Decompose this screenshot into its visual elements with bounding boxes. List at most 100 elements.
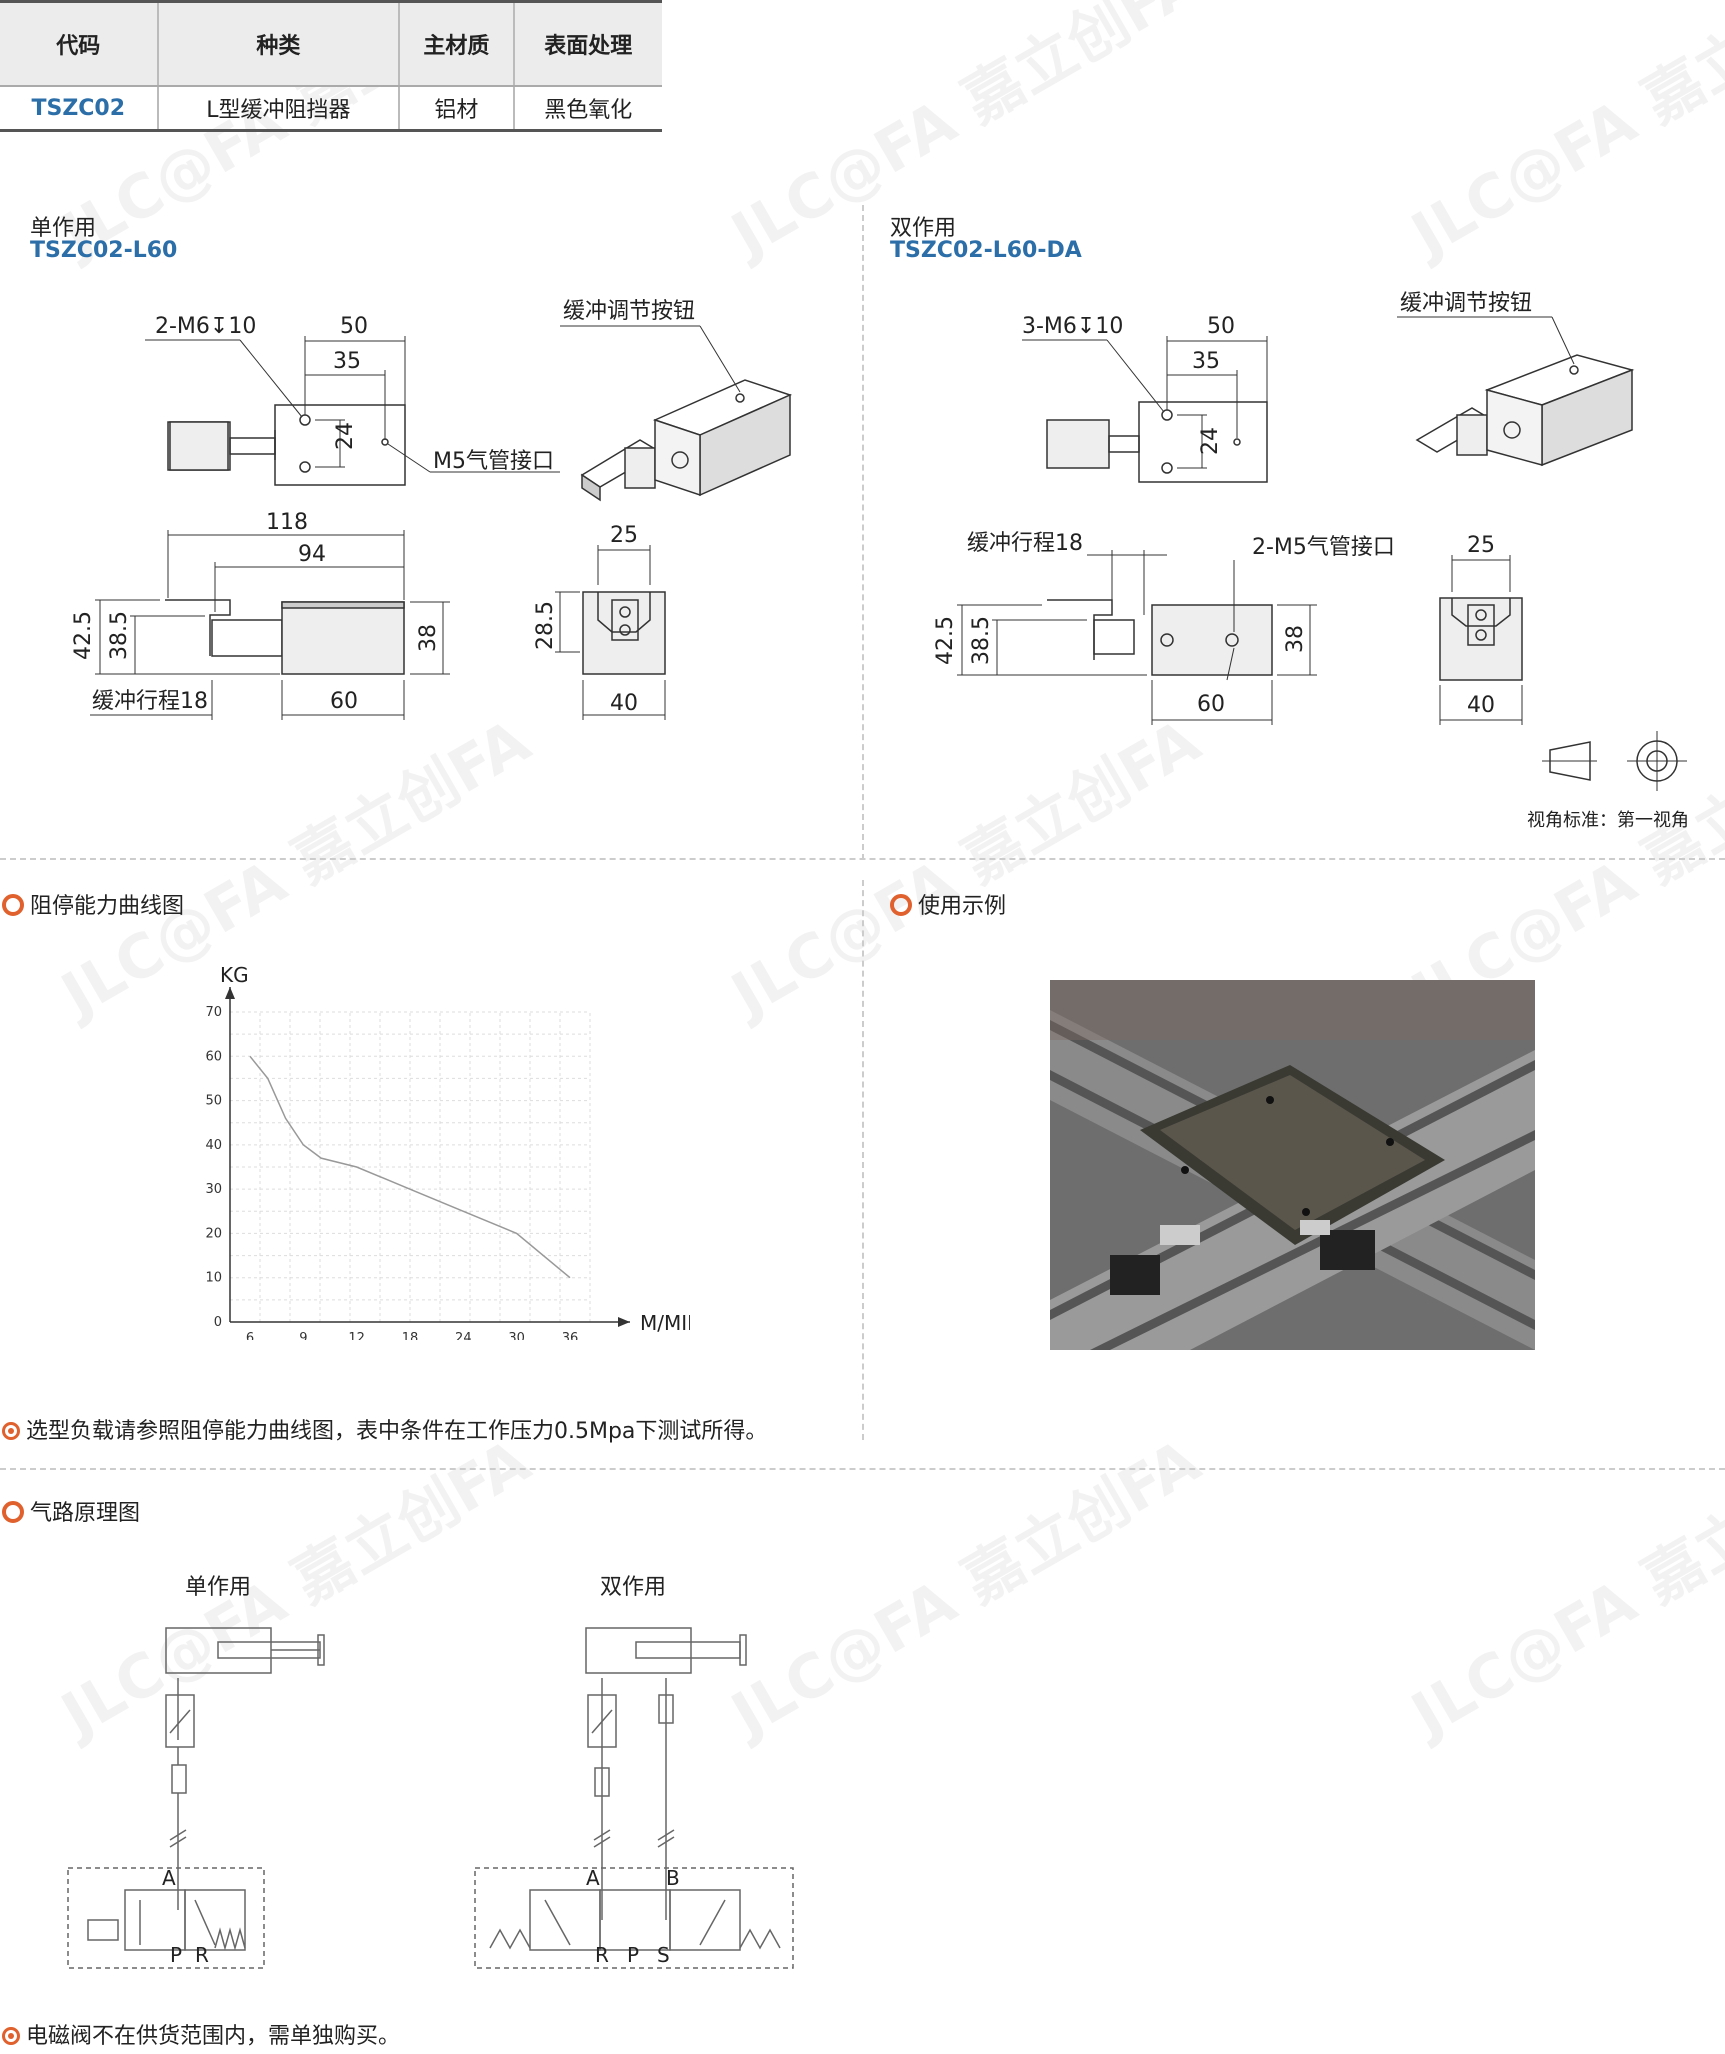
- y-tick-label: 0: [214, 1315, 222, 1330]
- header-type: 种类: [157, 0, 401, 87]
- double-title: 双作用: [890, 216, 957, 241]
- bullet-icon: [890, 894, 912, 916]
- curve-title-text: 阻停能力曲线图: [30, 894, 185, 919]
- double-acting-label: 双作用: [600, 1575, 666, 1600]
- port-R-label: R: [595, 1943, 609, 1967]
- y-axis-arrow: [225, 987, 235, 999]
- single-knob-label: 缓冲调节按钮: [563, 299, 695, 324]
- dim-40: 40: [610, 691, 638, 716]
- y-tick-label: 50: [205, 1094, 222, 1109]
- port-S-label: S: [657, 1943, 670, 1967]
- bullet-icon: [2, 2027, 20, 2045]
- dim-38: 38: [416, 624, 441, 652]
- ddim-38: 38: [1283, 625, 1308, 653]
- double-drawing: 3-M6↧10 50 35 24 缓冲调节按钮 缓冲行程18 2-M5气管接口 …: [933, 291, 1689, 830]
- bullet-icon: [2, 1422, 20, 1440]
- y-axis-label: KG: [220, 963, 249, 987]
- double-stroke-label: 缓冲行程18: [967, 531, 1083, 556]
- ddim-50: 50: [1207, 314, 1235, 339]
- watermark: JLC@FA 嘉立创FA: [1400, 0, 1725, 271]
- x-tick-label: 36: [562, 1331, 579, 1340]
- pneumatic-diagram: 单作用 双作用 A P R A B R P S: [67, 1575, 794, 1969]
- dim-35: 35: [333, 349, 361, 374]
- y-tick-label: 10: [205, 1271, 222, 1286]
- port-A-label: A: [586, 1866, 600, 1890]
- pneumatic-section-title: 气路原理图: [2, 1495, 140, 1527]
- watermark: JLC@FA 嘉立创FA: [1400, 1426, 1725, 1751]
- pneumatic-title-text: 气路原理图: [30, 1501, 141, 1526]
- watermark: JLC@FA 嘉立创FA: [720, 0, 1212, 271]
- usage-title-text: 使用示例: [918, 894, 1007, 919]
- series-line: [249, 1055, 571, 1279]
- ddim-24: 24: [1198, 427, 1223, 455]
- y-tick-label: 70: [205, 1005, 222, 1020]
- spec-table: 代码 种类 主材质 表面处理 TSZC02 L型缓冲阻挡器 铝材 黑色氧化: [0, 0, 662, 132]
- port-P-label: P: [170, 1943, 182, 1967]
- single-hole-label: 2-M6↧10: [155, 314, 256, 339]
- bullet-icon: [2, 894, 24, 916]
- dim-24: 24: [333, 422, 358, 450]
- x-tick-label: 9: [299, 1331, 307, 1340]
- y-tick-label: 40: [205, 1138, 222, 1153]
- x-tick-label: 24: [455, 1331, 472, 1340]
- dim-94: 94: [298, 542, 326, 567]
- y-tick-label: 60: [205, 1049, 222, 1064]
- port-R-label: R: [195, 1943, 209, 1967]
- column-divider: [862, 205, 864, 860]
- curve-section-title: 阻停能力曲线图: [2, 888, 184, 920]
- dim-25: 25: [610, 523, 638, 548]
- single-title: 单作用: [30, 216, 97, 241]
- dim-60: 60: [330, 689, 358, 714]
- single-acting-label: 单作用: [185, 1575, 251, 1600]
- curve-note: 选型负载请参照阻停能力曲线图，表中条件在工作压力0.5Mpa下测试所得。: [2, 1413, 767, 1445]
- dim-38-5: 38.5: [107, 611, 132, 660]
- ddim-40: 40: [1467, 693, 1495, 718]
- curve-note-text: 选型负载请参照阻停能力曲线图，表中条件在工作压力0.5Mpa下测试所得。: [26, 1419, 768, 1444]
- double-knob-label: 缓冲调节按钮: [1400, 291, 1532, 316]
- usage-section-title: 使用示例: [890, 888, 1006, 920]
- section-divider: [0, 858, 1725, 860]
- port-P-label: P: [627, 1943, 639, 1967]
- stopping-capacity-chart: 0 10 20 30 40 50 60 70 6 9 12 18 24 30 36 KG M/MIN: [205, 963, 690, 1340]
- single-model: TSZC02-L60: [30, 238, 178, 263]
- ddim-42-5: 42.5: [933, 616, 958, 665]
- column-divider: [862, 880, 864, 1440]
- double-port-label: 2-M5气管接口: [1252, 535, 1395, 560]
- double-hole-label: 3-M6↧10: [1022, 314, 1123, 339]
- double-model: TSZC02-L60-DA: [890, 238, 1082, 263]
- x-tick-label: 6: [246, 1331, 254, 1340]
- single-port-label: M5气管接口: [433, 449, 554, 474]
- port-B-label: B: [666, 1866, 680, 1890]
- valve-note-text: 电磁阀不在供货范围内，需单独购买。: [26, 2024, 401, 2049]
- dim-42-5: 42.5: [71, 611, 96, 660]
- dim-50: 50: [340, 314, 368, 339]
- single-stroke-label: 缓冲行程18: [92, 689, 208, 714]
- cell-material: 铝材: [399, 86, 515, 132]
- x-axis-arrow: [618, 1317, 630, 1327]
- header-material: 主材质: [399, 0, 515, 87]
- ddim-38-5: 38.5: [969, 616, 994, 665]
- ddim-25: 25: [1467, 533, 1495, 558]
- y-tick-label: 30: [205, 1182, 222, 1197]
- bullet-icon: [2, 1501, 24, 1523]
- header-code: 代码: [0, 0, 159, 87]
- x-tick-label: 18: [402, 1331, 419, 1340]
- valve-note: 电磁阀不在供货范围内，需单独购买。: [2, 2018, 400, 2050]
- cell-code: TSZC02: [0, 86, 159, 132]
- y-tick-label: 20: [205, 1226, 222, 1241]
- ddim-60: 60: [1197, 692, 1225, 717]
- section-divider: [0, 1468, 1725, 1470]
- port-A-label: A: [162, 1866, 176, 1890]
- cell-surface: 黑色氧化: [513, 86, 662, 132]
- dim-118: 118: [266, 510, 308, 535]
- view-standard-label: 视角标准：第一视角: [1527, 810, 1689, 830]
- x-axis-label: M/MIN: [640, 1311, 690, 1335]
- dim-28-5: 28.5: [533, 601, 558, 650]
- cell-type: L型缓冲阻挡器: [157, 86, 401, 132]
- x-tick-label: 30: [508, 1331, 525, 1340]
- ddim-35: 35: [1192, 349, 1220, 374]
- x-tick-label: 12: [348, 1331, 365, 1340]
- header-surface: 表面处理: [513, 0, 662, 87]
- single-drawing: 2-M6↧10 50 35 24 M5气管接口 缓冲调节按钮 118 94 42…: [71, 299, 793, 720]
- usage-example-image: [1050, 980, 1535, 1350]
